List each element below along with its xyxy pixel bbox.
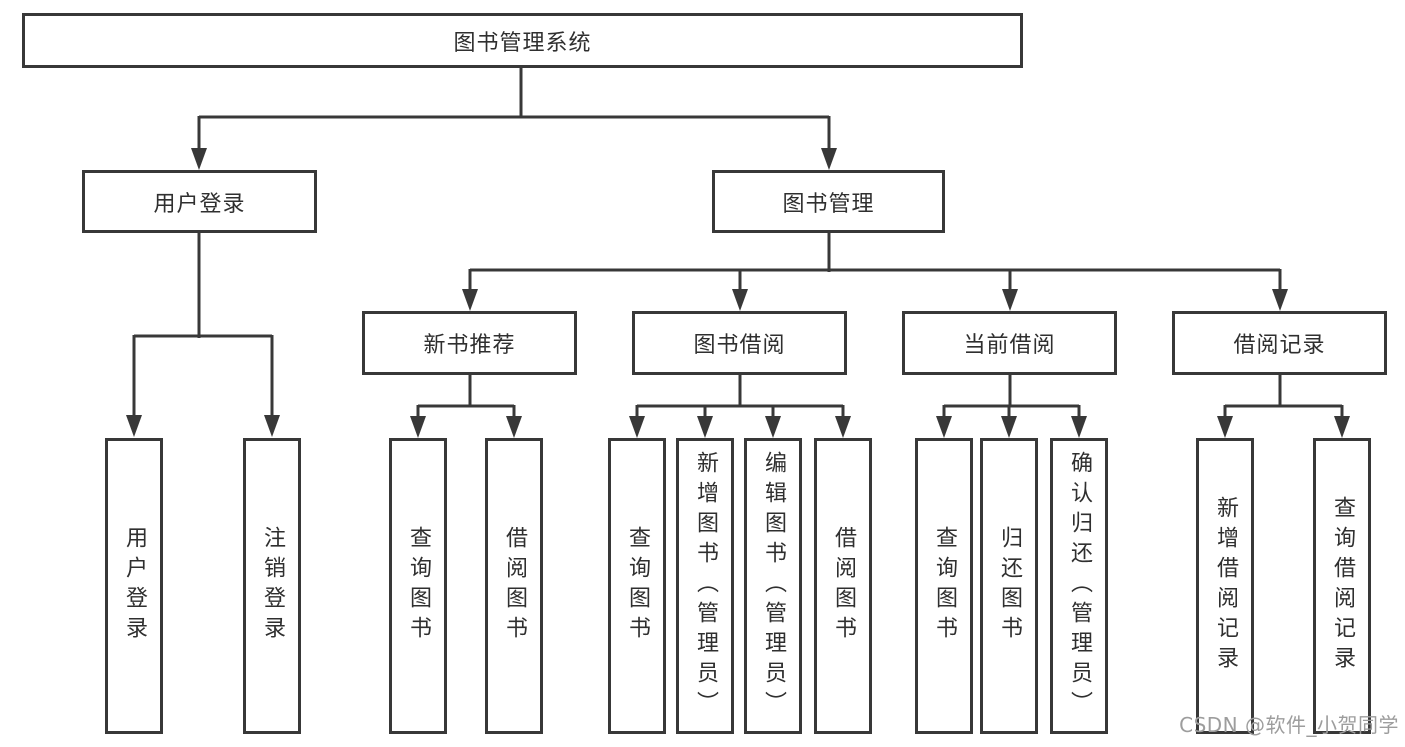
leaf-label: 查询图书 [932, 526, 957, 646]
node-book-borrowing: 图书借阅 [632, 311, 847, 375]
leaf-label: 用户登录 [122, 526, 147, 646]
leaf-label: 新增借阅记录 [1213, 496, 1238, 676]
node-label: 用户登录 [153, 191, 246, 217]
node-book-management: 图书管理 [712, 170, 945, 233]
leaf-search-books-recommend: 查询图书 [389, 438, 447, 734]
node-label: 借阅记录 [1233, 333, 1326, 358]
node-new-book-recommendation: 新书推荐 [362, 311, 577, 375]
node-library-management-system: 图书管理系统 [22, 13, 1023, 68]
node-label: 图书管理 [782, 191, 875, 217]
leaf-borrow-books: 借阅图书 [814, 438, 872, 734]
node-borrowing-records: 借阅记录 [1172, 311, 1387, 375]
leaf-confirm-return-admin: 确认归还（管理员） [1050, 438, 1108, 734]
leaf-label: 查询借阅记录 [1330, 496, 1355, 676]
leaf-return-books: 归还图书 [980, 438, 1038, 734]
node-label: 当前借阅 [963, 333, 1056, 358]
leaf-edit-books-admin: 编辑图书（管理员） [744, 438, 802, 734]
node-label: 图书借阅 [693, 333, 786, 358]
leaf-label: 归还图书 [997, 526, 1022, 646]
node-user-login: 用户登录 [82, 170, 317, 233]
leaf-label: 确认归还（管理员） [1067, 451, 1092, 721]
arrowhead-icons [126, 148, 1350, 438]
node-label: 图书管理系统 [453, 30, 592, 56]
leaf-add-books-admin: 新增图书（管理员） [676, 438, 734, 734]
leaf-label: 查询图书 [406, 526, 431, 646]
leaf-search-books-current: 查询图书 [915, 438, 973, 734]
leaf-borrow-books-recommend: 借阅图书 [485, 438, 543, 734]
leaf-add-borrow-record: 新增借阅记录 [1196, 438, 1254, 734]
leaf-user-login: 用户登录 [105, 438, 163, 734]
leaf-label: 借阅图书 [502, 526, 527, 646]
leaf-logout: 注销登录 [243, 438, 301, 734]
leaf-label: 借阅图书 [831, 526, 856, 646]
csdn-watermark: CSDN @软件_小贺同学 [1179, 713, 1399, 737]
leaf-label: 编辑图书（管理员） [761, 451, 786, 721]
leaf-search-books: 查询图书 [608, 438, 666, 734]
leaf-label: 查询图书 [625, 526, 650, 646]
leaf-label: 注销登录 [260, 526, 285, 646]
leaf-label: 新增图书（管理员） [693, 451, 718, 721]
node-current-borrowing: 当前借阅 [902, 311, 1117, 375]
node-label: 新书推荐 [423, 333, 516, 358]
leaf-search-borrow-record: 查询借阅记录 [1313, 438, 1371, 734]
connector-lines [132, 67, 1344, 421]
